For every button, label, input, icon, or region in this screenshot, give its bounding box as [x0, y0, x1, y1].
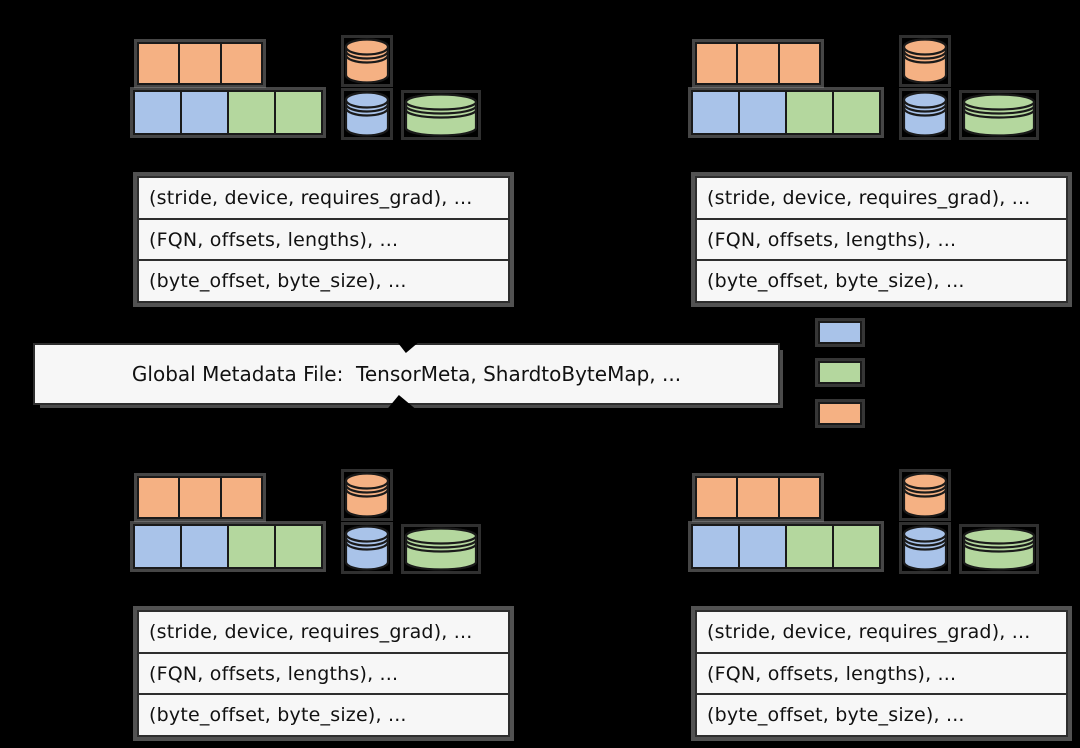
shard-cell-blue	[738, 92, 785, 133]
legend-swatch-orange	[818, 402, 862, 425]
shard-cell-orange	[219, 44, 261, 83]
sharded-tensor-orange-row	[137, 42, 263, 85]
local-metadata-table: (stride, device, requires_grad), ... (FQ…	[137, 176, 510, 303]
shard-cell-blue	[738, 526, 785, 567]
database-cylinder-green-icon	[404, 93, 478, 137]
database-cylinder-green-icon	[962, 93, 1036, 137]
table-row-shard-meta: (FQN, offsets, lengths), ...	[139, 651, 508, 694]
shard-cell-blue	[135, 92, 180, 133]
table-row-byte-map: (byte_offset, byte_size), ...	[697, 693, 1066, 735]
shard-cell-green	[832, 526, 879, 567]
shard-cell-green	[832, 92, 879, 133]
shard-cell-orange	[777, 44, 819, 83]
shard-cell-orange	[178, 44, 220, 83]
shard-cell-blue	[135, 526, 180, 567]
shard-cell-orange	[139, 44, 179, 83]
global-metadata-file-label: Global Metadata File: TensorMeta, Shardt…	[131, 362, 682, 386]
shard-cell-orange	[219, 478, 261, 517]
shard-cell-blue	[180, 92, 227, 133]
shard-cell-blue	[693, 526, 738, 567]
rank-quadrant-bottom-left: (stride, device, requires_grad), ... (FQ…	[133, 472, 513, 738]
shard-cell-green	[227, 92, 274, 133]
shard-cell-orange	[777, 478, 819, 517]
shard-cell-green	[785, 92, 832, 133]
database-cylinder-orange-icon	[902, 472, 948, 518]
database-cylinder-blue-icon	[344, 91, 390, 137]
sharded-tensor-orange-row	[695, 476, 821, 519]
sharded-tensor-orange-row	[695, 42, 821, 85]
sharded-tensor-mixed-row	[691, 90, 881, 135]
table-row-shard-meta: (FQN, offsets, lengths), ...	[139, 217, 508, 260]
shard-cell-orange	[736, 44, 778, 83]
legend-swatch-blue	[818, 321, 862, 344]
database-cylinder-blue-icon	[344, 525, 390, 571]
rank-quadrant-bottom-right: (stride, device, requires_grad), ... (FQ…	[691, 472, 1071, 738]
table-row-byte-map: (byte_offset, byte_size), ...	[139, 693, 508, 735]
database-cylinder-green-icon	[404, 527, 478, 571]
table-row-tensor-meta: (stride, device, requires_grad), ...	[149, 620, 473, 643]
database-cylinder-orange-icon	[344, 472, 390, 518]
sharded-tensor-mixed-row	[691, 524, 881, 569]
shard-cell-orange	[697, 478, 737, 517]
table-row-tensor-meta: (stride, device, requires_grad), ...	[707, 620, 1031, 643]
legend-swatch-green	[818, 361, 862, 384]
sharded-tensor-mixed-row	[133, 524, 323, 569]
table-row-byte-map: (byte_offset, byte_size), ...	[697, 259, 1066, 301]
database-cylinder-blue-icon	[902, 91, 948, 137]
shard-cell-orange	[697, 44, 737, 83]
table-row-tensor-meta: (stride, device, requires_grad), ...	[707, 186, 1031, 209]
sharded-tensor-mixed-row	[133, 90, 323, 135]
shard-cell-green	[274, 526, 321, 567]
global-metadata-file-bar: Global Metadata File: TensorMeta, Shardt…	[33, 343, 780, 405]
shard-cell-orange	[139, 478, 179, 517]
shard-cell-blue	[180, 526, 227, 567]
table-row-shard-meta: (FQN, offsets, lengths), ...	[697, 217, 1066, 260]
shard-cell-orange	[178, 478, 220, 517]
database-cylinder-green-icon	[962, 527, 1036, 571]
table-row-byte-map: (byte_offset, byte_size), ...	[139, 259, 508, 301]
shard-cell-green	[227, 526, 274, 567]
database-cylinder-blue-icon	[902, 525, 948, 571]
shard-cell-blue	[693, 92, 738, 133]
shard-cell-green	[785, 526, 832, 567]
database-cylinder-orange-icon	[344, 38, 390, 84]
shard-color-legend	[818, 321, 862, 425]
table-row-shard-meta: (FQN, offsets, lengths), ...	[697, 651, 1066, 694]
local-metadata-table: (stride, device, requires_grad), ... (FQ…	[695, 176, 1068, 303]
sharded-tensor-orange-row	[137, 476, 263, 519]
shard-cell-orange	[736, 478, 778, 517]
rank-quadrant-top-right: (stride, device, requires_grad), ... (FQ…	[691, 38, 1071, 304]
local-metadata-table: (stride, device, requires_grad), ... (FQ…	[695, 610, 1068, 737]
database-cylinder-orange-icon	[902, 38, 948, 84]
local-metadata-table: (stride, device, requires_grad), ... (FQ…	[137, 610, 510, 737]
table-row-tensor-meta: (stride, device, requires_grad), ...	[149, 186, 473, 209]
shard-cell-green	[274, 92, 321, 133]
rank-quadrant-top-left: (stride, device, requires_grad), ... (FQ…	[133, 38, 513, 304]
